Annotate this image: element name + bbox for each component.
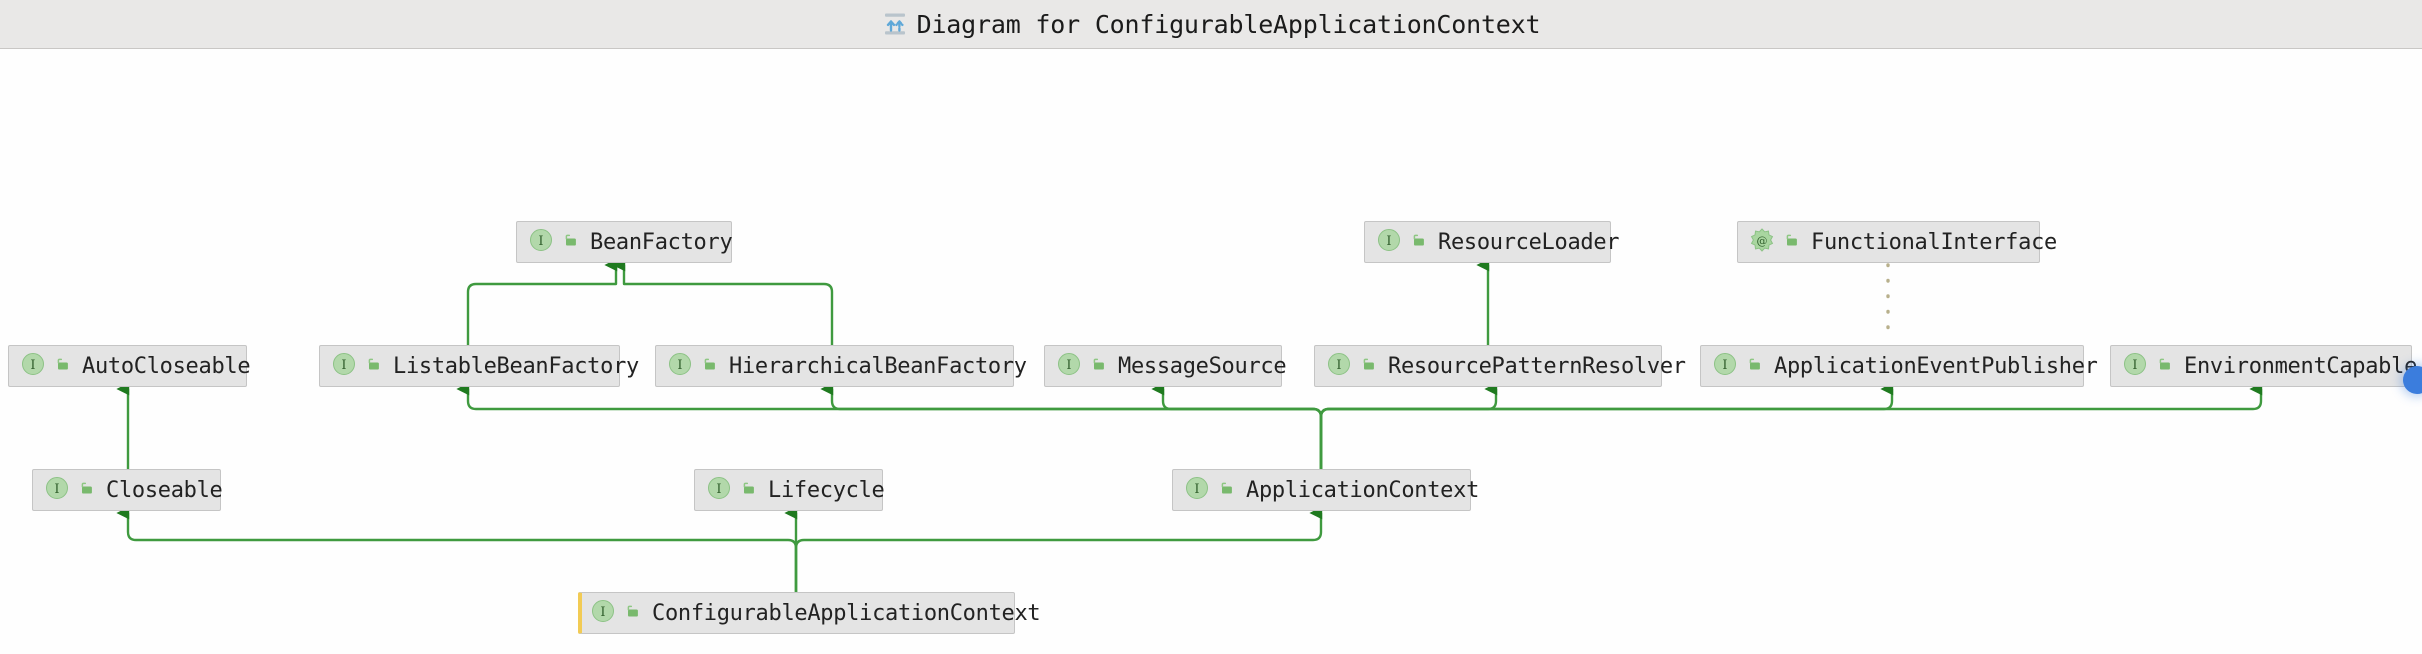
interface-icon: I — [1056, 351, 1082, 381]
annotation-icon: @ — [1749, 227, 1775, 257]
uml-node-lifecycle[interactable]: I Lifecycle — [694, 469, 885, 511]
uml-node-label: ConfigurableApplicationContext — [652, 600, 1041, 626]
interface-icon: I — [1326, 351, 1352, 381]
interface-icon: I — [2122, 351, 2148, 381]
uml-node-label: BeanFactory — [590, 229, 733, 255]
uml-node-label: ApplicationContext — [1246, 477, 1480, 503]
interface-icon: I — [667, 351, 693, 381]
uml-node-functionalinterface[interactable]: @ FunctionalInterface — [1737, 221, 2057, 263]
svg-text:I: I — [2132, 358, 2137, 373]
svg-text:I: I — [716, 482, 721, 497]
svg-text:I: I — [600, 605, 605, 620]
svg-text:@: @ — [1757, 235, 1768, 248]
uml-node-messagesource[interactable]: I MessageSource — [1044, 345, 1287, 387]
uml-node-applicationeventpublisher[interactable]: I ApplicationEventPublisher — [1700, 345, 2098, 387]
svg-text:I: I — [1386, 234, 1391, 249]
uml-node-hierarchicalbeanfactory[interactable]: I HierarchicalBeanFactory — [655, 345, 1027, 387]
public-visibility-icon — [740, 478, 760, 502]
svg-text:I: I — [1194, 482, 1199, 497]
svg-text:I: I — [341, 358, 346, 373]
public-visibility-icon — [78, 478, 98, 502]
scroll-indicator[interactable] — [2403, 366, 2422, 394]
uml-node-resourceloader[interactable]: I ResourceLoader — [1364, 221, 1620, 263]
uml-node-resourcepatternresolver[interactable]: I ResourcePatternResolver — [1314, 345, 1686, 387]
svg-text:I: I — [30, 358, 35, 373]
public-visibility-icon — [1783, 230, 1803, 254]
diagram-edges — [116, 258, 2263, 592]
interface-icon: I — [20, 351, 46, 381]
svg-text:I: I — [677, 358, 682, 373]
interface-icon: I — [528, 227, 554, 257]
interface-icon: I — [1376, 227, 1402, 257]
svg-text:I: I — [1066, 358, 1071, 373]
uml-node-label: HierarchicalBeanFactory — [729, 353, 1027, 379]
uml-node-label: EnvironmentCapable — [2184, 353, 2418, 379]
public-visibility-icon — [1218, 478, 1238, 502]
uml-node-label: ListableBeanFactory — [393, 353, 639, 379]
uml-node-label: AutoCloseable — [82, 353, 251, 379]
uml-node-label: ApplicationEventPublisher — [1774, 353, 2098, 379]
uml-node-listablebeanfactory[interactable]: I ListableBeanFactory — [319, 345, 639, 387]
uml-node-environmentcapable[interactable]: I EnvironmentCapable — [2110, 345, 2417, 387]
interface-icon: I — [331, 351, 357, 381]
interface-icon: I — [706, 475, 732, 505]
svg-text:I: I — [538, 234, 543, 249]
page-title: Diagram for ConfigurableApplicationConte… — [916, 9, 1541, 39]
diagram-canvas[interactable]: I BeanFactory I ResourceLoader @ Functional… — [0, 49, 2422, 654]
uml-node-label: Lifecycle — [768, 477, 885, 503]
interface-icon: I — [1712, 351, 1738, 381]
uml-node-label: ResourceLoader — [1438, 229, 1620, 255]
public-visibility-icon — [1360, 354, 1380, 378]
uml-node-applicationcontext[interactable]: I ApplicationContext — [1172, 469, 1479, 511]
interface-icon: I — [590, 598, 616, 628]
interface-icon: I — [1184, 475, 1210, 505]
interface-icon: I — [44, 475, 70, 505]
uml-node-label: Closeable — [106, 477, 223, 503]
uml-node-beanfactory[interactable]: I BeanFactory — [516, 221, 733, 263]
public-visibility-icon — [1090, 354, 1110, 378]
svg-text:I: I — [1722, 358, 1727, 373]
uml-node-label: MessageSource — [1118, 353, 1287, 379]
uml-diagram-icon — [882, 11, 908, 37]
uml-node-label: FunctionalInterface — [1811, 229, 2057, 255]
public-visibility-icon — [701, 354, 721, 378]
uml-node-configurableapplicationcontext[interactable]: I ConfigurableApplicationContext — [578, 592, 1041, 634]
uml-node-closeable[interactable]: I Closeable — [32, 469, 223, 511]
public-visibility-icon — [1746, 354, 1766, 378]
svg-text:I: I — [54, 482, 59, 497]
svg-text:I: I — [1336, 358, 1341, 373]
public-visibility-icon — [54, 354, 74, 378]
public-visibility-icon — [562, 230, 582, 254]
uml-node-label: ResourcePatternResolver — [1388, 353, 1686, 379]
public-visibility-icon — [2156, 354, 2176, 378]
public-visibility-icon — [1410, 230, 1430, 254]
diagram-header-bar: Diagram for ConfigurableApplicationConte… — [0, 0, 2422, 49]
uml-node-autocloseable[interactable]: I AutoCloseable — [8, 345, 251, 387]
public-visibility-icon — [365, 354, 385, 378]
public-visibility-icon — [624, 601, 644, 625]
